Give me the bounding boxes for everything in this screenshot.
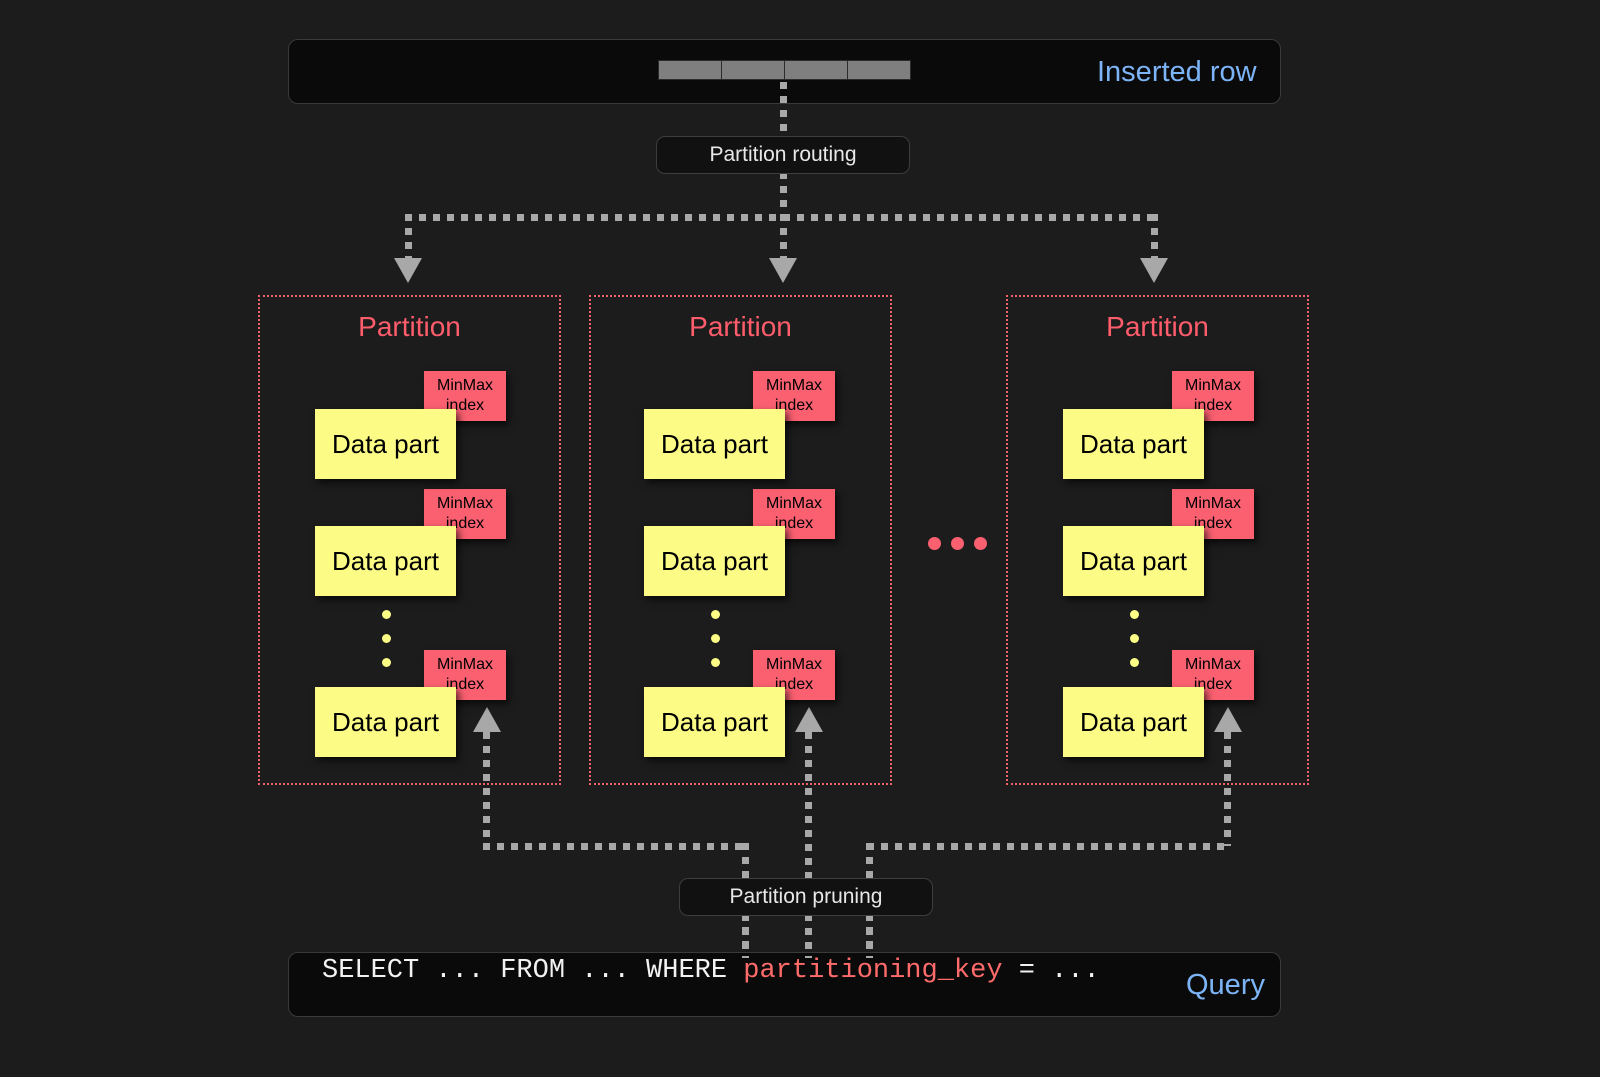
query-label: Query (1186, 969, 1265, 1001)
data-part-1-2: Data part (315, 526, 456, 596)
vertical-ellipsis-dot (382, 658, 391, 667)
connector-row-to-routing (780, 82, 787, 140)
partition-title-2: Partition (689, 311, 792, 342)
vertical-ellipsis-dot (1130, 634, 1139, 643)
partition-title-3: Partition (1106, 311, 1209, 342)
vertical-ellipsis-dot (711, 658, 720, 667)
arrow-prune-into-partition-2 (795, 707, 823, 732)
arrow-into-partition-3 (1140, 258, 1168, 283)
vertical-ellipsis-dot (382, 610, 391, 619)
data-part-3-2: Data part (1063, 526, 1204, 596)
partition-ellipsis-dot (951, 537, 964, 550)
minmax-index-text: MinMax index (1184, 656, 1241, 693)
connector-routing-branch-2 (780, 214, 787, 262)
data-part-2-3: Data part (644, 687, 785, 757)
connector-routing-branch-1 (405, 214, 412, 262)
data-part-2-2: Data part (644, 526, 785, 596)
query-text-before: SELECT ... FROM ... WHERE (322, 956, 744, 986)
inserted-row-cell-2 (721, 60, 785, 80)
query-text-after: = ... (1002, 956, 1100, 986)
connector-prune-vert-2 (805, 732, 812, 944)
partition-routing-box: Partition routing (656, 136, 910, 174)
connector-routing-branch-3 (1151, 214, 1158, 262)
arrow-into-partition-1 (394, 258, 422, 283)
vertical-ellipsis-dot (711, 634, 720, 643)
vertical-ellipsis-dot (382, 634, 391, 643)
partition-ellipsis-dot (974, 537, 987, 550)
connector-prune-vert-3 (1224, 732, 1231, 846)
connector-prune-bus-left (483, 843, 745, 850)
partition-box-2: Partition (589, 295, 892, 785)
arrow-prune-into-partition-3 (1214, 707, 1242, 732)
query-keyword: partitioning_key (743, 956, 1003, 986)
arrow-into-partition-2 (769, 258, 797, 283)
arrow-prune-into-partition-1 (473, 707, 501, 732)
connector-prune-bus-right (867, 843, 1231, 850)
connector-pruning-to-query-3 (866, 914, 873, 958)
vertical-ellipsis-dot (1130, 658, 1139, 667)
partition-ellipsis-dot (928, 537, 941, 550)
data-part-1-3: Data part (315, 687, 456, 757)
inserted-row-cell-4 (847, 60, 911, 80)
query-bar (288, 952, 1281, 1017)
data-part-1-1: Data part (315, 409, 456, 479)
vertical-ellipsis-dot (711, 610, 720, 619)
data-part-3-3: Data part (1063, 687, 1204, 757)
inserted-row-label: Inserted row (1097, 56, 1257, 88)
connector-pruning-to-query-2 (805, 914, 812, 958)
data-part-2-1: Data part (644, 409, 785, 479)
minmax-index-3-2: MinMax index (1172, 489, 1254, 539)
partition-pruning-box: Partition pruning (679, 878, 933, 916)
minmax-index-text: MinMax index (1184, 377, 1241, 414)
vertical-ellipsis-dot (1130, 610, 1139, 619)
minmax-index-1-3: MinMax index (424, 650, 506, 700)
connector-routing-down (780, 172, 787, 218)
partition-box-1: Partition (258, 295, 561, 785)
inserted-row-cell-1 (658, 60, 722, 80)
connector-pruning-to-query-1 (742, 914, 749, 958)
partition-box-3: Partition (1006, 295, 1309, 785)
data-part-3-1: Data part (1063, 409, 1204, 479)
inserted-row-cell-3 (784, 60, 848, 80)
query-text: SELECT ... FROM ... WHERE partitioning_k… (322, 956, 1100, 986)
connector-prune-vert-1 (483, 732, 490, 846)
partition-title-1: Partition (358, 311, 461, 342)
